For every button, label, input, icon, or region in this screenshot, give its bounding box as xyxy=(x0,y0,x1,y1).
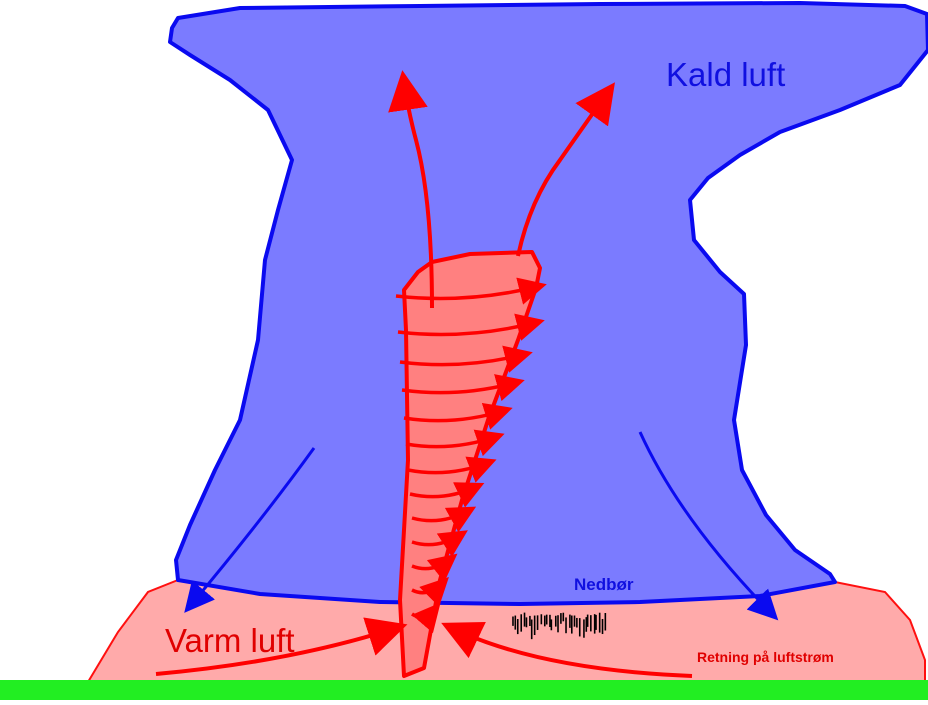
cold-air-label: Kald luft xyxy=(666,56,785,93)
cold-air-mass xyxy=(170,3,928,604)
airflow-direction-label: Retning på luftstrøm xyxy=(697,649,834,665)
precipitation-label: Nedbør xyxy=(574,575,634,594)
warm-air-label: Varm luft xyxy=(165,622,295,659)
ground xyxy=(0,680,928,700)
